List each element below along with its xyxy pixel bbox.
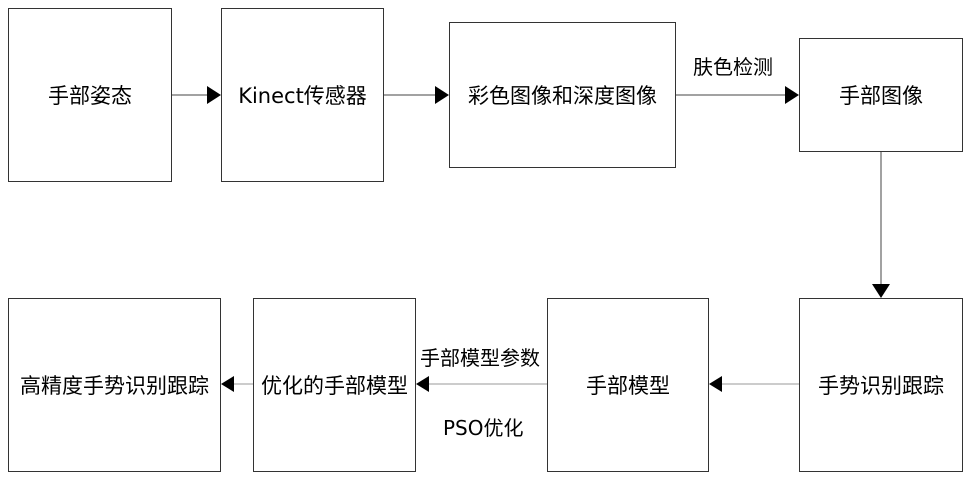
node-high-precision-tracking-label: 高精度手势识别跟踪 xyxy=(20,370,209,400)
node-kinect-sensor: Kinect传感器 xyxy=(221,8,384,182)
node-hand-model: 手部模型 xyxy=(547,298,709,472)
edge-label-hand-model-params: 手部模型参数 xyxy=(420,342,540,371)
arrowhead-optimized-to-high-precision xyxy=(221,376,234,392)
arrowhead-hand-pose-to-kinect xyxy=(207,86,221,104)
node-hand-image: 手部图像 xyxy=(799,38,963,152)
arrowhead-hand-model-to-optimized xyxy=(416,376,429,392)
node-color-depth-images-label: 彩色图像和深度图像 xyxy=(468,80,657,110)
arrowhead-kinect-to-images xyxy=(435,86,449,104)
node-color-depth-images: 彩色图像和深度图像 xyxy=(449,22,676,168)
node-hand-model-label: 手部模型 xyxy=(586,370,670,400)
node-optimized-hand-model-label: 优化的手部模型 xyxy=(261,370,408,400)
node-kinect-sensor-label: Kinect传感器 xyxy=(238,80,367,110)
node-gesture-tracking: 手势识别跟踪 xyxy=(799,298,963,472)
node-gesture-tracking-label: 手势识别跟踪 xyxy=(818,370,944,400)
arrowhead-tracking-to-hand-model xyxy=(709,376,722,392)
edge-label-pso-optimization: PSO优化 xyxy=(443,412,524,441)
node-hand-pose-label: 手部姿态 xyxy=(48,80,132,110)
node-optimized-hand-model: 优化的手部模型 xyxy=(253,298,416,472)
node-high-precision-tracking: 高精度手势识别跟踪 xyxy=(8,298,221,472)
node-hand-image-label: 手部图像 xyxy=(839,80,923,110)
arrowhead-hand-image-to-tracking xyxy=(872,284,890,298)
arrowhead-images-to-hand-image xyxy=(785,86,799,104)
node-hand-pose: 手部姿态 xyxy=(8,8,172,182)
edge-label-skin-detection: 肤色检测 xyxy=(693,51,773,80)
